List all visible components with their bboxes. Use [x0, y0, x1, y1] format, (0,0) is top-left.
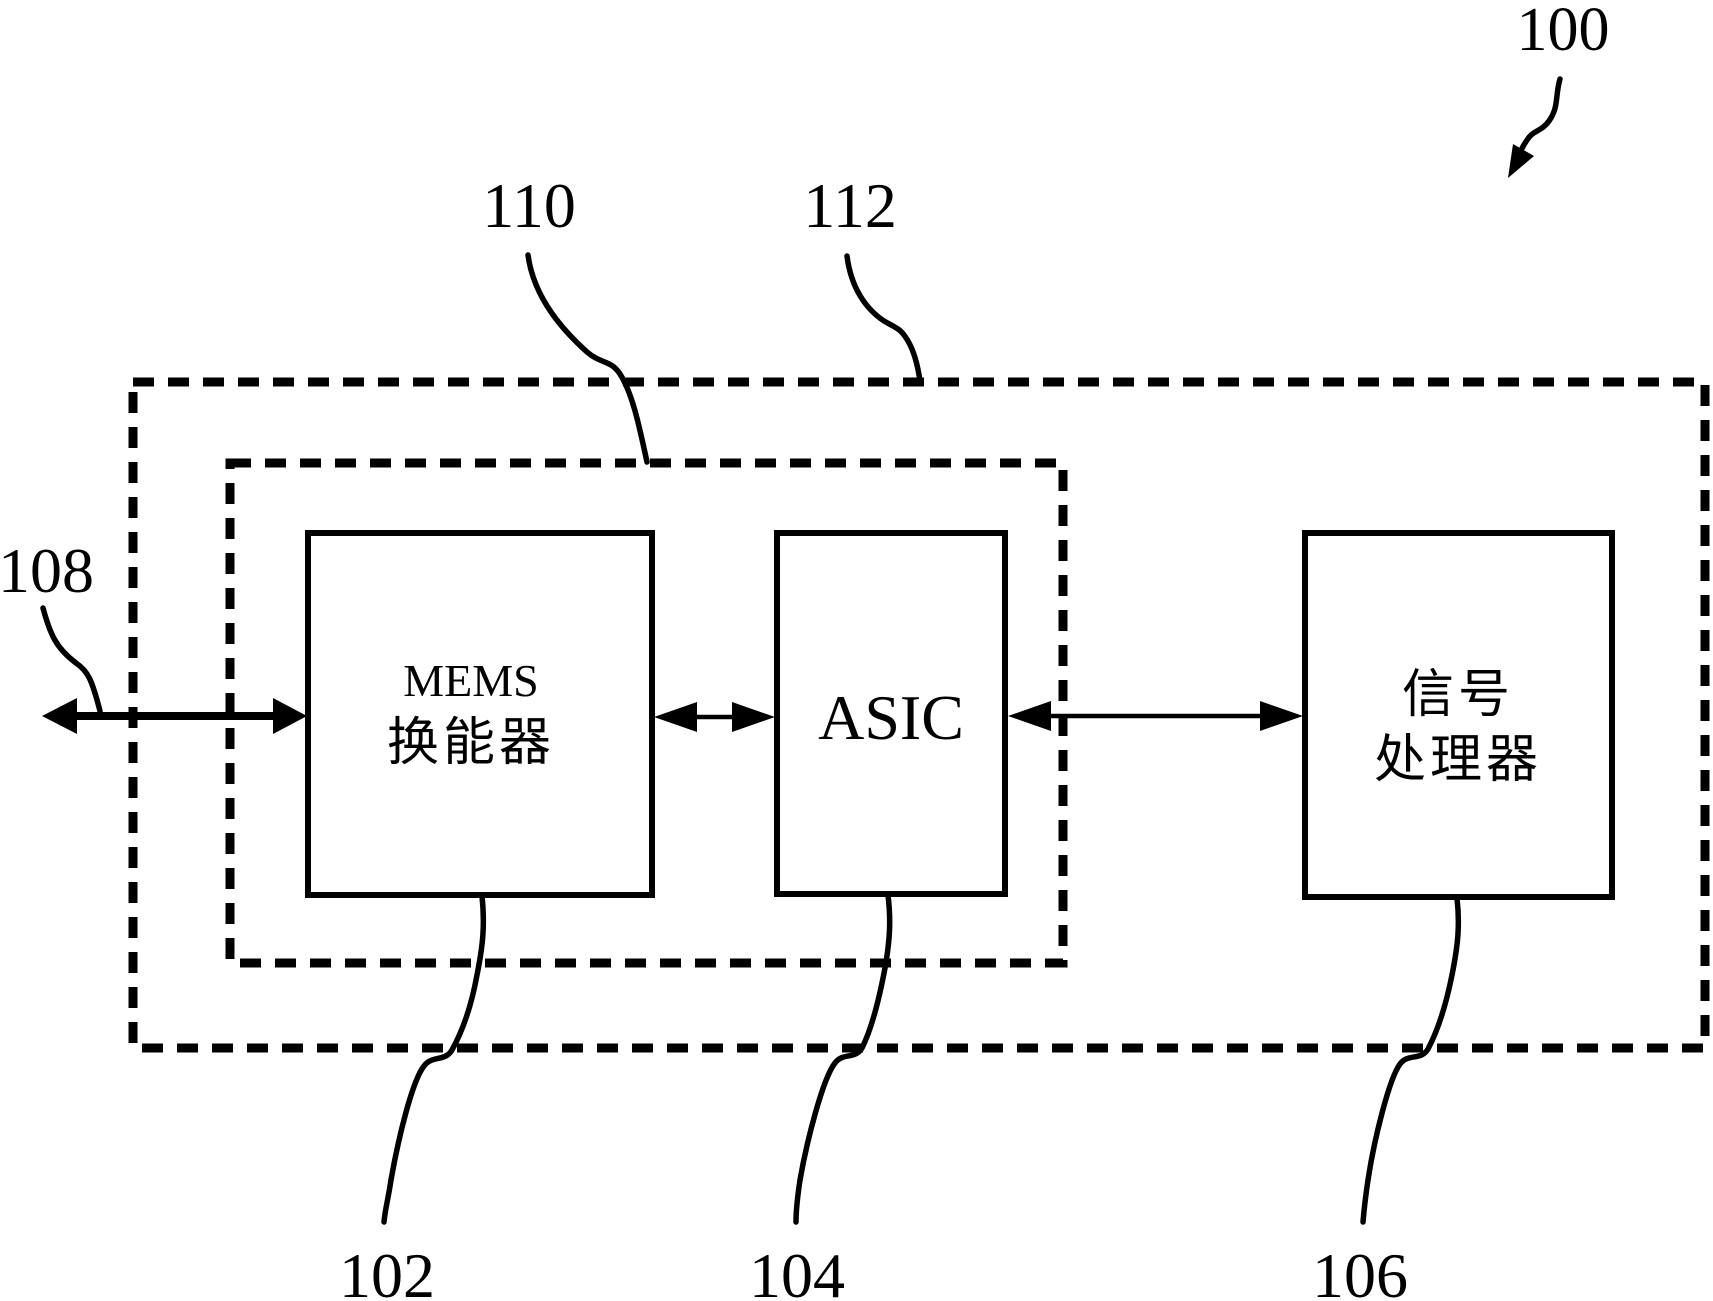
ref-label-104: 104 [749, 1240, 845, 1301]
mems-box-label-line1: MEMS [403, 655, 538, 706]
ref-112-leader [844, 253, 923, 384]
ref-label-106: 106 [1312, 1240, 1408, 1301]
ref-106-leader [1360, 895, 1462, 1225]
ref-108-leader [40, 605, 103, 714]
signal-processor-label-line2: 处理器 [1374, 732, 1542, 789]
asic-processor-arrowhead-left [1008, 701, 1051, 731]
asic-box-label: ASIC [818, 682, 964, 753]
mems-asic-arrowhead-left [654, 702, 697, 732]
ref-100-arrowhead [1508, 144, 1534, 178]
ref-label-112: 112 [803, 170, 897, 241]
ref-104-leader [793, 892, 893, 1225]
mems-asic-arrowhead-right [732, 702, 775, 732]
signal-processor-label-line1: 信号 [1402, 667, 1514, 724]
ref-label-110: 110 [482, 170, 576, 241]
mems-transducer-box [305, 530, 655, 898]
asic-box [774, 530, 1008, 897]
mems-box-label-line2: 换能器 [387, 715, 555, 772]
ref-102-leader [381, 893, 487, 1225]
asic-processor-arrowhead-right [1260, 701, 1303, 731]
ref-label-102: 102 [339, 1240, 435, 1301]
ref-label-108: 108 [0, 535, 94, 606]
ref-label-100: 100 [1517, 0, 1610, 64]
ref-110-leader [525, 252, 650, 465]
port-double-arrow [42, 698, 307, 734]
